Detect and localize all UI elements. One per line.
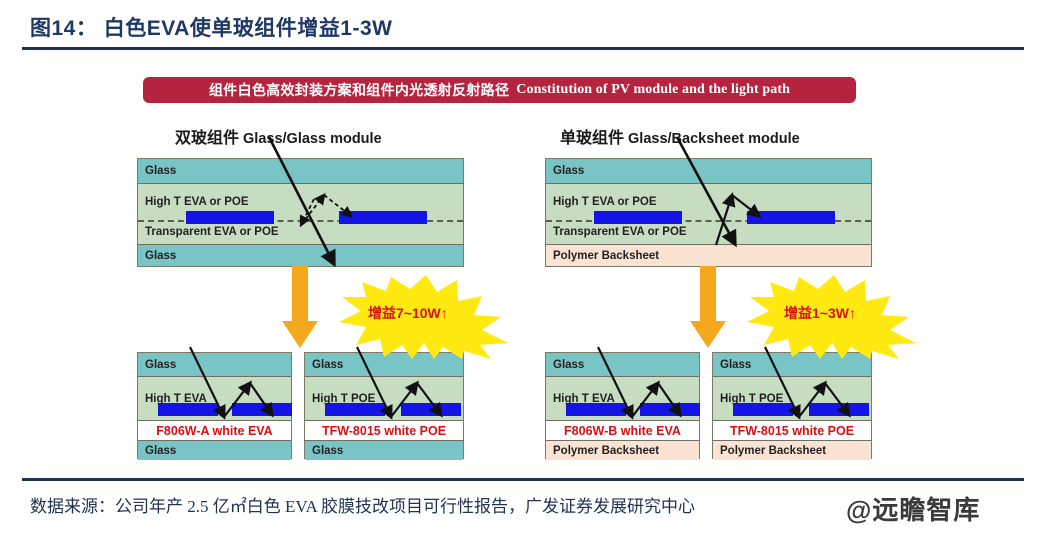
layer-label: Polymer Backsheet — [720, 444, 827, 457]
layer-label: Transparent EVA or POE — [145, 226, 279, 238]
layer-label: Glass — [145, 165, 177, 177]
layer-glass-top: Glass — [713, 353, 871, 376]
watermark: @远瞻智库 — [846, 495, 981, 525]
column-heading-left-en: Glass/Glass module — [243, 131, 382, 147]
layer-white-film: F806W-B white EVA — [546, 420, 699, 440]
product-label: F806W-B white EVA — [564, 423, 681, 438]
solar-cell — [339, 211, 427, 224]
layer-label: High T EVA — [553, 392, 615, 405]
layer-white-film: F806W-A white EVA — [138, 420, 291, 440]
flow-arrow-down-right — [690, 266, 726, 348]
module-stack-tfw8015-glass: Glass High T POE TFW-8015 white POE Glas… — [304, 346, 464, 460]
layer-white-film: TFW-8015 white POE — [713, 420, 871, 440]
layer-glass-top: Glass — [138, 353, 291, 376]
solar-cell — [186, 211, 274, 224]
solar-cell — [747, 211, 835, 224]
layer-label: Glass — [720, 358, 752, 371]
product-label: TFW-8015 white POE — [729, 423, 855, 438]
layer-glass-bottom: Glass — [138, 440, 291, 460]
product-label: TFW-8015 white POE — [321, 423, 447, 438]
gain-starburst-right — [747, 275, 916, 359]
layer-label: Transparent EVA or POE — [553, 226, 687, 238]
module-stack-tfw8015-backsheet: Glass High T POE TFW-8015 white POE Poly… — [712, 346, 872, 460]
layer-glass-top: Glass — [305, 353, 463, 376]
light-path-overlay — [356, 346, 443, 420]
light-path-overlay — [189, 346, 274, 420]
layer-label: High T EVA or POE — [145, 196, 249, 208]
flow-arrow-down-left — [282, 266, 318, 348]
layer-label: Glass — [553, 358, 585, 371]
layer-glass-top: Glass — [138, 159, 463, 183]
gain-starburst-left — [339, 275, 508, 359]
module-stack-dual-glass: Glass High T EVA or POE Transparent EVA … — [137, 136, 464, 268]
layer-label: Polymer Backsheet — [553, 444, 660, 457]
layer-glass-bottom: Glass — [305, 440, 463, 460]
layer-label: High T POE — [312, 392, 376, 405]
module-stack-single-glass: Glass High T EVA or POE Transparent EVA … — [545, 136, 872, 267]
solar-cell — [733, 403, 793, 416]
title-divider — [22, 47, 1024, 50]
solar-cell — [158, 403, 218, 416]
layer-label: High T POE — [720, 392, 784, 405]
light-path-overlay — [764, 346, 851, 420]
layer-label: Polymer Backsheet — [553, 249, 660, 262]
column-heading-right-cn: 单玻组件 — [560, 130, 625, 147]
layer-label: High T EVA — [145, 392, 207, 405]
layer-transparent-eva: Transparent EVA or POE — [138, 220, 463, 244]
layer-label: Glass — [312, 358, 344, 371]
solar-cell — [594, 211, 682, 224]
page-title: 图14： 白色EVA使单玻组件增益1-3W — [30, 17, 393, 40]
column-heading-right-en: Glass/Backsheet module — [628, 131, 800, 147]
source-note: 数据来源：公司年产 2.5 亿㎡白色 EVA 胶膜技改项目可行性报告，广发证券发… — [30, 497, 696, 516]
layer-label: High T EVA or POE — [553, 196, 657, 208]
layer-label: Glass — [145, 249, 177, 262]
layer-glass-top: Glass — [546, 353, 699, 376]
layer-label: Glass — [553, 165, 585, 177]
layer-white-film: TFW-8015 white POE — [305, 420, 463, 440]
layer-transparent-eva: Transparent EVA or POE — [546, 220, 871, 244]
cell-plane-dashed-line — [546, 220, 871, 222]
layer-glass-bottom: Glass — [138, 244, 463, 266]
layer-glass-top: Glass — [546, 159, 871, 183]
layer-label: Glass — [145, 444, 177, 457]
layer-polymer-backsheet: Polymer Backsheet — [713, 440, 871, 460]
banner: 组件白色高效封装方案和组件内光透射反射路径 Constitution of PV… — [143, 77, 856, 103]
gain-label-right: 增益1~3W↑ — [784, 305, 856, 321]
product-label: F806W-A white EVA — [156, 423, 273, 438]
module-stack-f806wa: Glass High T EVA F806W-A white EVA Glass — [137, 346, 292, 460]
banner-label-cn: 组件白色高效封装方案和组件内光透射反射路径 — [208, 82, 510, 98]
layer-polymer-backsheet: Polymer Backsheet — [546, 440, 699, 460]
solar-cell — [325, 403, 385, 416]
layer-polymer-backsheet: Polymer Backsheet — [546, 244, 871, 266]
solar-cell — [566, 403, 626, 416]
layer-label: Glass — [312, 444, 344, 457]
light-path-overlay — [675, 136, 762, 248]
light-path-overlay — [597, 346, 682, 420]
footer-divider — [22, 478, 1024, 481]
column-heading-left-cn: 双玻组件 — [175, 130, 240, 147]
module-stack-f806wb: Glass High T EVA F806W-B white EVA Polym… — [545, 346, 700, 460]
layer-label: Glass — [145, 358, 177, 371]
banner-label-en: Constitution of PV module and the light … — [516, 82, 790, 97]
gain-label-left: 增益7~10W↑ — [368, 305, 448, 321]
light-path-overlay — [267, 136, 353, 268]
